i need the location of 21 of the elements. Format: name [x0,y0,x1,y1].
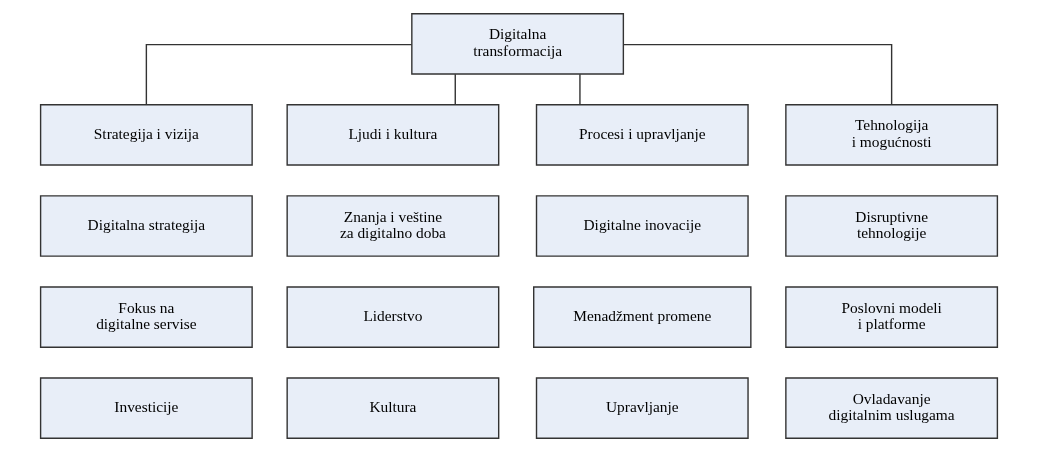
node-box: Investicije [39,377,253,439]
node-box: Upravljanje [535,377,749,439]
node-box: Kultura [285,377,499,439]
node-box: Strategija i vizija [39,104,253,166]
node-box: Procesi i upravljanje [535,104,749,166]
node-box: Znanja i veštine za digitalno doba [285,195,499,257]
connector [622,43,892,106]
connector [454,73,456,106]
node-box: Digitalna transformacija [410,13,624,75]
node-box: Digitalna strategija [39,195,253,257]
node-box: Liderstvo [285,286,499,348]
node-box: Ljudi i kultura [285,104,499,166]
node-box: Fokus na digitalne servise [39,286,253,348]
connector [578,73,581,106]
connector [145,43,412,106]
node-box: Tehnologija i mogućnosti [784,104,998,166]
node-box: Ovladavanje digitalnim uslugama [784,377,998,439]
node-box: Digitalne inovacije [535,195,749,257]
node-box: Menadžment promene [532,286,752,348]
node-box: Disruptivne tehnologije [784,195,998,257]
node-box: Poslovni modeli i platforme [784,286,998,348]
